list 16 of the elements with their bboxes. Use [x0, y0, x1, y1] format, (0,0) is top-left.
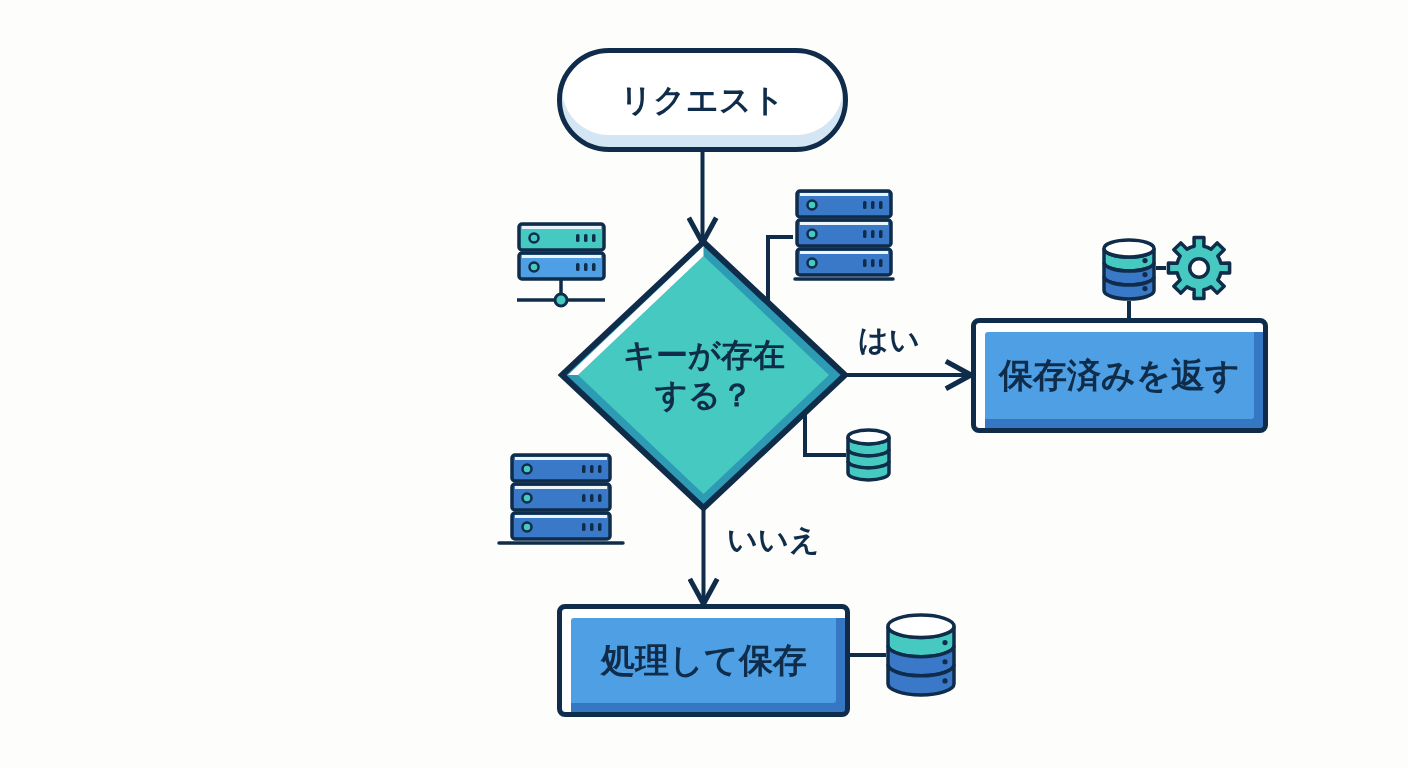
gear-icon	[1166, 236, 1232, 300]
node-label: 処理して保存	[600, 639, 807, 682]
connector-line	[850, 653, 886, 657]
database-icon	[886, 613, 956, 697]
edge-label: はい	[858, 321, 920, 359]
connector-line	[1156, 266, 1166, 270]
server-icon	[793, 189, 895, 280]
process-box	[557, 604, 850, 717]
node-label: 保存済みを返す	[999, 354, 1240, 397]
connector-line	[1127, 301, 1131, 318]
node-label: キーが存在する？	[621, 335, 786, 415]
node-label: リクエスト	[620, 80, 785, 120]
database-icon	[846, 428, 891, 482]
database-icon	[1102, 238, 1156, 301]
edge-label: いいえ	[727, 521, 820, 559]
process-box	[971, 318, 1268, 433]
